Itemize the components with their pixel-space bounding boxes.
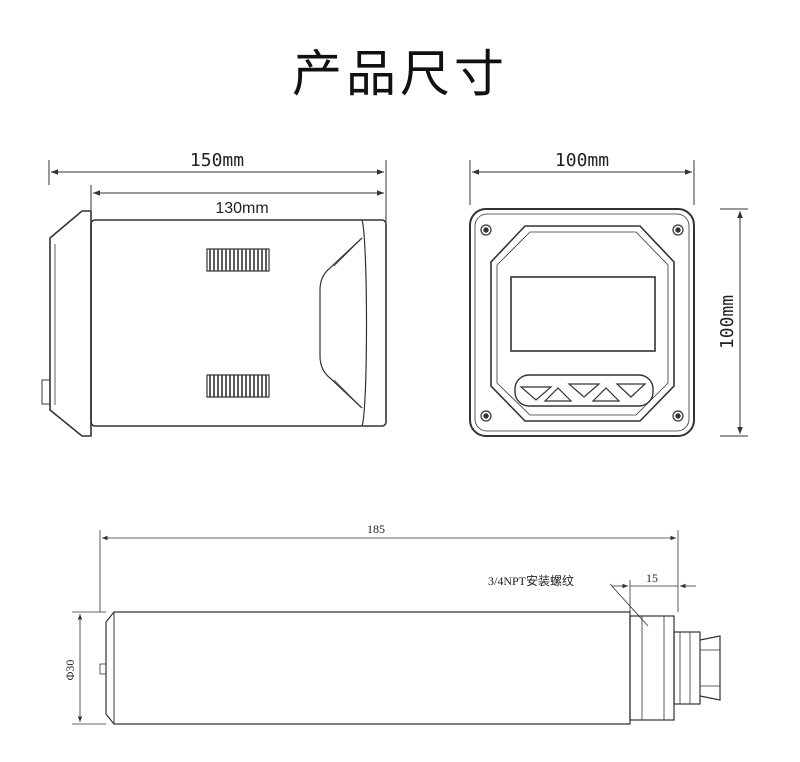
dim-label-dia: Φ30 <box>63 660 77 681</box>
sensor-thread <box>629 615 675 721</box>
dim-label-150: 150mm <box>190 150 244 171</box>
sensor-view: 185 15 3/4NPT安装螺纹 Φ30 <box>63 522 721 725</box>
key-1 <box>519 386 553 401</box>
front-bezel <box>490 225 675 422</box>
dim-label-185: 185 <box>367 522 385 536</box>
side-view: 150mm 130mm <box>41 150 387 437</box>
display-screen <box>510 276 656 352</box>
side-grip-bottom <box>206 374 270 398</box>
dim-label-height: 100mm <box>717 295 738 349</box>
key-5 <box>615 383 647 398</box>
keypad <box>514 374 654 407</box>
side-housing <box>90 219 387 427</box>
screw-icon <box>480 224 684 422</box>
dim-label-130: 130mm <box>215 200 268 217</box>
front-view: 100mm 100mm <box>469 150 748 437</box>
dim-label-width: 100mm <box>555 150 609 171</box>
dim-label-15: 15 <box>646 571 658 585</box>
key-3 <box>567 383 601 398</box>
side-grip-top <box>206 248 270 272</box>
sensor-connector <box>673 631 701 705</box>
front-panel <box>469 208 695 437</box>
thread-label: 3/4NPT安装螺纹 <box>488 573 574 588</box>
page-title: 产品尺寸 <box>292 45 508 103</box>
key-4 <box>591 387 621 402</box>
key-2 <box>543 387 573 402</box>
side-recess <box>319 237 363 409</box>
sensor-body <box>105 611 631 725</box>
side-bezel <box>49 210 92 437</box>
